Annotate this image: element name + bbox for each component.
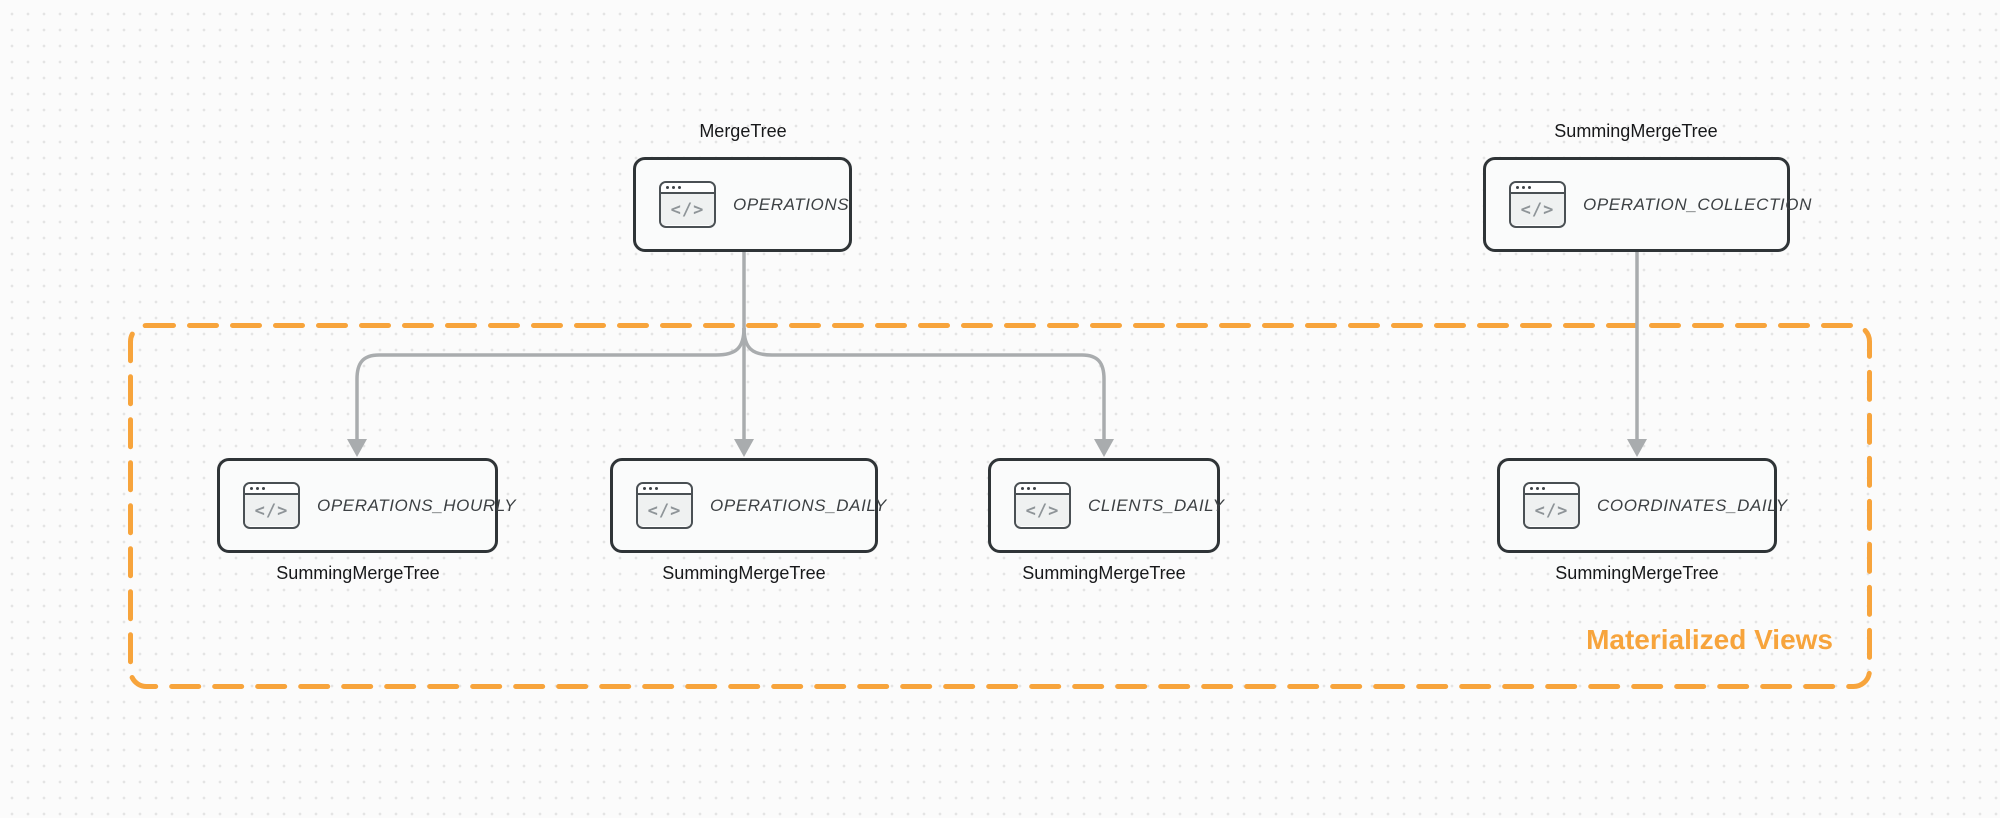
edge-operations-to-clients-daily [742, 327, 1106, 441]
arrowhead-coordinates-daily [1627, 439, 1647, 457]
node-operations: </> OPERATIONS [633, 157, 852, 252]
window-dot [655, 487, 658, 490]
edge-operations-to-operations-hourly [355, 327, 746, 441]
engine-label-operations: MergeTree [699, 121, 787, 141]
code-glyph: </> [661, 194, 714, 225]
code-glyph: </> [1016, 495, 1069, 526]
window-dot [672, 186, 675, 189]
node-operations-daily: </> OPERATIONS_DAILY [610, 458, 886, 553]
window-dot [1530, 487, 1533, 490]
window-dot [250, 487, 253, 490]
code-window-titlebar [1016, 484, 1069, 495]
code-window-titlebar [1511, 183, 1564, 194]
code-glyph: </> [1525, 495, 1578, 526]
materialized-views-label: Materialized Views [1586, 624, 1833, 655]
window-dot [262, 487, 265, 490]
engine-label-operations-hourly: SummingMergeTree [276, 563, 440, 583]
node-operation-collection: </> OPERATION_COLLECTION [1483, 157, 1811, 252]
code-window-titlebar [1525, 484, 1578, 495]
code-window-icon: </> [636, 482, 693, 529]
arrowhead-clients-daily [1094, 439, 1114, 457]
code-glyph: </> [245, 495, 298, 526]
code-window-icon: </> [1014, 482, 1071, 529]
arrowhead-operations-hourly [347, 439, 367, 457]
code-window-icon: </> [659, 181, 716, 228]
code-window-titlebar [245, 484, 298, 495]
code-window-icon: </> [243, 482, 300, 529]
window-dot [1516, 186, 1519, 189]
window-dot [1536, 487, 1539, 490]
code-glyph: </> [1511, 194, 1564, 225]
window-dot [1027, 487, 1030, 490]
node-coordinates-daily: </> COORDINATES_DAILY [1497, 458, 1787, 553]
node-title-operation-collection: OPERATION_COLLECTION [1583, 194, 1812, 214]
node-title-operations-hourly: OPERATIONS_HOURLY [317, 495, 517, 515]
window-dot [678, 186, 681, 189]
window-dot [1542, 487, 1545, 490]
code-glyph: </> [638, 495, 691, 526]
code-window-icon: </> [1509, 181, 1566, 228]
node-clients-daily: </> CLIENTS_DAILY [988, 458, 1224, 553]
node-title-clients-daily: CLIENTS_DAILY [1088, 495, 1225, 515]
window-dot [1033, 487, 1036, 490]
window-dot [1522, 186, 1525, 189]
window-dot [666, 186, 669, 189]
engine-label-operations-daily: SummingMergeTree [662, 563, 826, 583]
code-window-icon: </> [1523, 482, 1580, 529]
engine-label-clients-daily: SummingMergeTree [1022, 563, 1186, 583]
node-title-coordinates-daily: COORDINATES_DAILY [1597, 495, 1788, 515]
code-window-titlebar [638, 484, 691, 495]
engine-label-operation-collection: SummingMergeTree [1554, 121, 1718, 141]
window-dot [256, 487, 259, 490]
window-dot [649, 487, 652, 490]
window-dot [1021, 487, 1024, 490]
node-title-operations: OPERATIONS [733, 194, 850, 214]
node-operations-hourly: </> OPERATIONS_HOURLY [217, 458, 516, 553]
window-dot [643, 487, 646, 490]
engine-label-coordinates-daily: SummingMergeTree [1555, 563, 1719, 583]
node-title-operations-daily: OPERATIONS_DAILY [710, 495, 887, 515]
code-window-titlebar [661, 183, 714, 194]
window-dot [1528, 186, 1531, 189]
arrowhead-operations-daily [734, 439, 754, 457]
